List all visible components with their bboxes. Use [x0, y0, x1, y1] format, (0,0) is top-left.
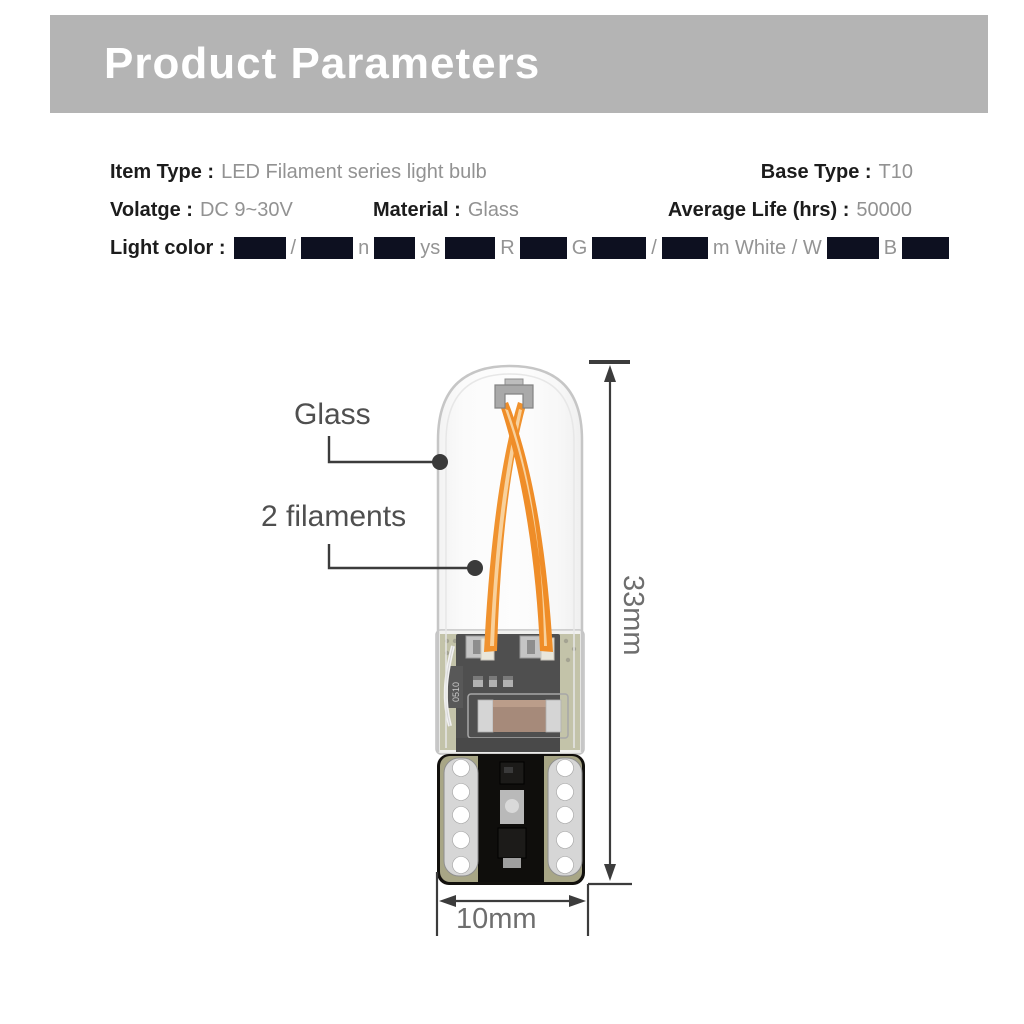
height-dimension-label: 33mm: [617, 575, 649, 656]
light-color-fragment: /: [290, 236, 297, 259]
base-holes-right: [556, 759, 574, 874]
spec-label: Base Type :: [760, 161, 872, 183]
filaments-callout-label: 2 filaments: [261, 500, 407, 533]
capacitor: [467, 693, 569, 739]
light-color-fragment: n: [358, 236, 370, 259]
wedge-base: [437, 754, 585, 885]
spec-label: Average Life (hrs) :: [667, 199, 850, 221]
spec-value: LED Filament series light bulb: [221, 161, 487, 183]
filaments-leader-line: [327, 544, 472, 570]
bulb-pcb-section: 0510: [435, 629, 585, 755]
spec-value: 50000: [856, 199, 912, 221]
redacted-box: [661, 237, 708, 259]
spec-item-type: Item Type : LED Filament series light bul…: [110, 158, 487, 186]
light-color-fragment: ys: [420, 236, 441, 259]
redacted-box: [445, 237, 496, 259]
glass-callout-label: Glass: [294, 398, 371, 431]
arrow-down: [604, 864, 616, 881]
spec-material: Material : Glass: [373, 196, 519, 224]
filaments: [484, 402, 553, 652]
spec-label: Item Type :: [110, 161, 215, 183]
base-holes-left: [452, 759, 470, 874]
light-color-fragment: R: [500, 236, 515, 259]
height-dimension-lines: [588, 360, 632, 886]
page-title: Product Parameters: [104, 39, 541, 88]
bulb-glass-outline: [436, 364, 584, 752]
redacted-box: [374, 237, 416, 259]
spec-light-color: Light color : / n ys R G / m White / W B: [110, 234, 951, 262]
redacted-box: [301, 237, 354, 259]
redacted-box: [902, 237, 950, 259]
redacted-box: [233, 237, 286, 259]
spec-label: Volatge :: [110, 199, 193, 221]
redacted-box: [519, 237, 567, 259]
light-color-fragment: G: [571, 236, 588, 259]
redacted-box: [592, 237, 647, 259]
spec-label: Light color :: [110, 236, 226, 259]
spec-base-type: Base Type : T10: [761, 158, 913, 186]
width-dimension-label: 10mm: [456, 903, 537, 935]
chip-marking-text: 0510: [451, 682, 461, 702]
light-color-fragment: m White / W: [712, 236, 822, 259]
light-color-fragment: /: [651, 236, 657, 259]
spec-average-life: Average Life (hrs) : 50000: [668, 196, 912, 224]
spec-value: DC 9~30V: [199, 199, 293, 221]
light-color-segments: / n ys R G / m White / W B: [232, 237, 952, 260]
glass-leader-line: [327, 436, 436, 464]
glass-leader-dot: [432, 454, 448, 470]
spec-voltage: Volatge : DC 9~30V: [110, 196, 293, 224]
filament-clip: [494, 378, 534, 409]
arrow-right: [569, 895, 586, 907]
width-dimension-lines: [435, 872, 590, 936]
header-banner: Product Parameters: [50, 15, 988, 113]
arrow-left: [439, 895, 456, 907]
spec-label: Material :: [373, 199, 461, 221]
spec-value: Glass: [467, 199, 519, 221]
filaments-leader-dot: [467, 560, 483, 576]
spec-value: T10: [878, 161, 913, 183]
side-chip: [448, 666, 463, 708]
arrow-up: [604, 365, 616, 382]
filament-right: [500, 402, 553, 652]
redacted-box: [826, 237, 879, 259]
leader-lines: [327, 436, 472, 570]
light-color-fragment: B: [883, 236, 898, 259]
